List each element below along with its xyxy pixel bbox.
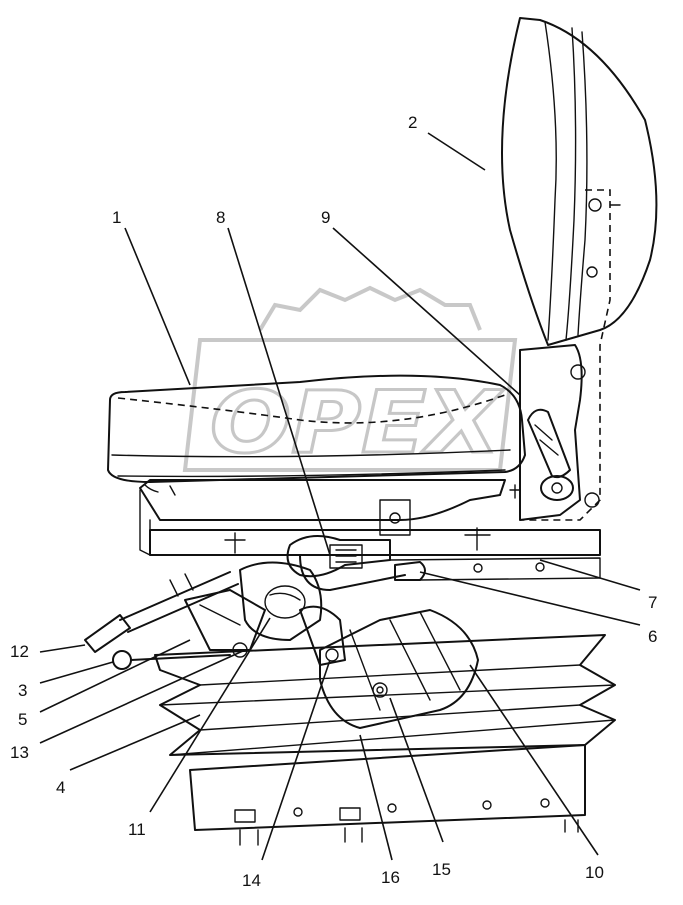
bellows-cover: [154, 634, 616, 756]
label-1: 1: [112, 208, 121, 227]
label-3: 3: [18, 681, 27, 700]
label-5: 5: [18, 710, 27, 729]
base-frame: [189, 744, 586, 846]
seat-cushion: [107, 374, 526, 483]
label-14: 14: [242, 871, 261, 890]
label-16: 16: [381, 868, 400, 887]
part-labels: 1 2 8 9 7 6 12 3 5 13 4 11 14 16 15 10: [10, 113, 657, 890]
label-13: 13: [10, 743, 29, 762]
recline-bracket: [519, 189, 621, 521]
leader-lines: [39, 132, 641, 861]
damper: [84, 571, 239, 670]
label-2: 2: [408, 113, 417, 132]
label-15: 15: [432, 860, 451, 879]
label-12: 12: [10, 642, 29, 661]
recline-lever: [509, 408, 574, 501]
label-11: 11: [128, 820, 146, 839]
label-8: 8: [216, 208, 225, 227]
label-10: 10: [585, 863, 604, 882]
label-4: 4: [56, 778, 65, 797]
label-9: 9: [321, 208, 330, 227]
watermark-logo: OPEX: [182, 285, 518, 475]
label-6: 6: [648, 627, 657, 646]
label-7: 7: [648, 593, 657, 612]
suspension-mechanism: [184, 535, 479, 729]
backrest: [501, 17, 658, 346]
seat-frame: [139, 479, 601, 581]
